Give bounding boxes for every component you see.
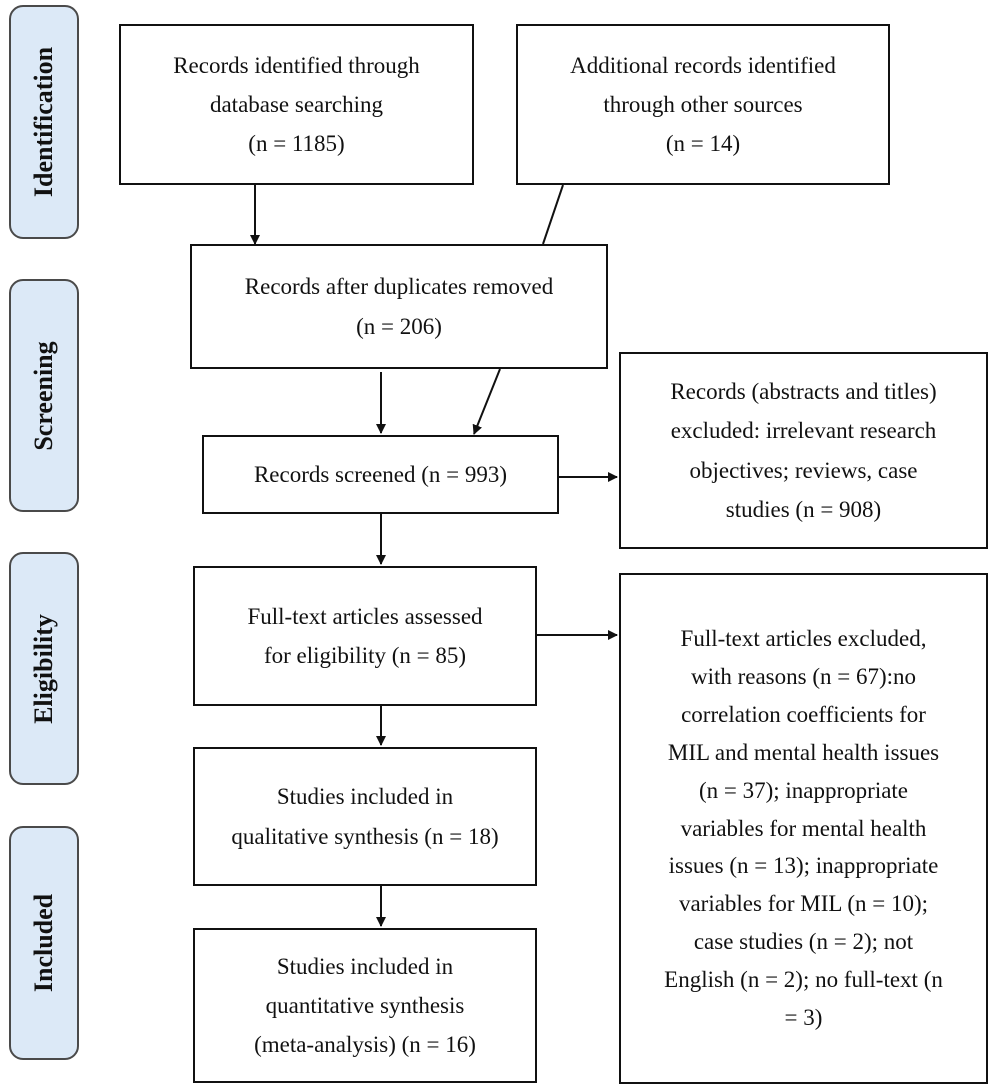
box-line: objectives; reviews, case: [689, 457, 918, 483]
box-line: Full-text articles excluded,: [680, 625, 927, 651]
box-database-searching: Records identified through database sear…: [119, 24, 474, 185]
box-line: Studies included in: [276, 953, 454, 979]
box-line: case studies (n = 2); not: [693, 929, 914, 955]
box-line: Full-text articles assessed: [247, 603, 483, 629]
box-records-screened: Records screened (n = 993): [202, 435, 559, 514]
arrow-other-to-screened: [472, 368, 501, 435]
box-fulltext-excluded: Full-text articles excluded, with reason…: [619, 573, 988, 1084]
box-quantitative-synthesis: Studies included in quantitative synthes…: [193, 928, 537, 1083]
box-line: variables for MIL (n = 10);: [678, 891, 929, 917]
box-line: for eligibility (n = 85): [263, 643, 467, 668]
box-line: studies (n = 908): [725, 496, 882, 522]
box-line: Records (abstracts and titles): [670, 379, 937, 405]
box-line: issues (n = 13); inappropriate: [668, 853, 939, 879]
box-line: (n = 206): [356, 313, 442, 339]
box-line: (n = 37); inappropriate: [698, 777, 909, 803]
line-other-to-screened: [542, 184, 564, 245]
stage-eligibility: Eligibility: [9, 552, 79, 785]
box-line: MIL and mental health issues: [667, 739, 940, 765]
box-line: Studies included in: [276, 784, 454, 810]
box-line: with reasons (n = 67):no: [690, 663, 917, 689]
box-line: (n = 1185): [248, 131, 345, 157]
box-line: through other sources: [603, 91, 803, 117]
box-line: qualitative synthesis (n = 18): [231, 823, 499, 849]
box-line: (meta-analysis) (n = 16): [254, 1032, 476, 1058]
box-fulltext-assessed: Full-text articles assessed for eligibil…: [193, 566, 537, 706]
box-line: (n = 14): [665, 131, 741, 157]
box-line: Records screened (n = 993): [253, 461, 508, 487]
box-other-sources: Additional records identified through ot…: [516, 24, 890, 185]
box-line: = 3): [784, 1005, 823, 1031]
box-duplicates-removed: Records after duplicates removed (n = 20…: [190, 244, 608, 369]
box-line: Additional records identified: [570, 52, 836, 78]
box-line: variables for mental health: [680, 815, 927, 841]
stage-included: Included: [9, 826, 79, 1060]
box-line: excluded: irrelevant research: [670, 418, 937, 444]
box-line: correlation coefficients for: [681, 701, 926, 727]
box-qualitative-synthesis: Studies included in qualitative synthesi…: [193, 747, 537, 886]
box-line: database searching: [209, 91, 384, 117]
box-line: Records identified through: [173, 52, 420, 78]
stage-identification: Identification: [9, 5, 79, 239]
box-records-excluded: Records (abstracts and titles) excluded:…: [619, 352, 988, 549]
box-line: English (n = 2); no full-text (n: [664, 967, 943, 993]
box-line: quantitative synthesis: [265, 992, 465, 1018]
stage-screening: Screening: [9, 279, 79, 512]
box-line: Records after duplicates removed: [244, 274, 554, 300]
